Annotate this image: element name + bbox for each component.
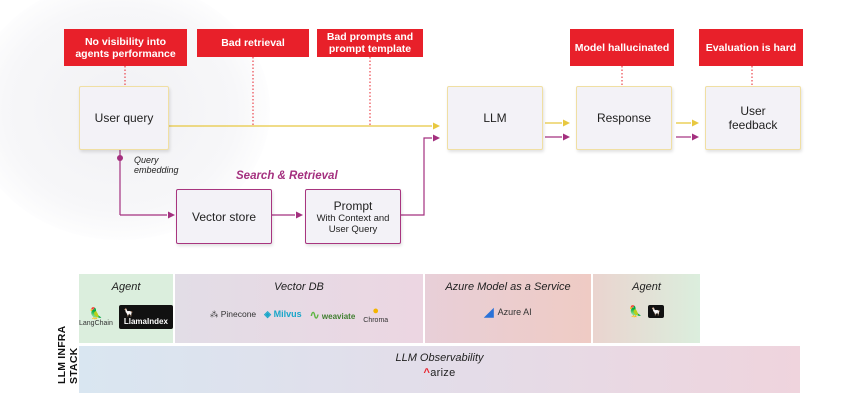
- yellow-arrow-response: [563, 119, 570, 127]
- query-embedding-label: Query embedding: [134, 155, 179, 175]
- purple-arrow-llm: [433, 134, 440, 142]
- user-query-label: User query: [94, 111, 154, 125]
- azure-ai-logo: ◢ Azure AI: [484, 305, 531, 319]
- search-retrieval-title: Search & Retrieval: [236, 170, 338, 182]
- langchain-label: LangChain: [79, 320, 113, 327]
- yellow-arrow-llm: [433, 122, 440, 130]
- prompt-title: Prompt: [333, 198, 373, 213]
- yellow-arrow-feedback: [692, 119, 699, 127]
- purple-embed-dot: [117, 155, 123, 161]
- arize-icon: ^: [423, 367, 431, 379]
- agent-panel-left: Agent 🦜 LangChain 🦙 LlamaIndex: [79, 274, 173, 343]
- llamaindex-label: LlamaIndex: [123, 317, 168, 326]
- observability-panel: LLM Observability ^arize: [79, 346, 800, 393]
- agent-left-logos: 🦜 LangChain 🦙 LlamaIndex: [79, 305, 173, 329]
- chroma-icon: ●: [372, 305, 380, 317]
- user-query-box: User query: [79, 86, 169, 150]
- azure-title: Azure Model as a Service: [445, 281, 571, 293]
- llama-icon: 🦙: [123, 308, 134, 317]
- purple-prompt-to-llm: [401, 137, 432, 216]
- purple-arrow-vector: [168, 211, 175, 219]
- pinecone-icon: ⁂: [209, 309, 219, 319]
- response-box: Response: [576, 86, 672, 150]
- milvus-icon: ◈: [264, 309, 272, 319]
- prompt-subtitle: With Context and User Query: [316, 212, 390, 235]
- purple-arrow-response: [563, 133, 570, 141]
- purple-arrow-prompt: [296, 211, 303, 219]
- vector-db-panel: Vector DB ⁂ Pinecone ◈ Milvus ∿ weaviate…: [175, 274, 423, 343]
- vector-db-logos: ⁂ Pinecone ◈ Milvus ∿ weaviate ● Chroma: [210, 305, 388, 324]
- llama-icon: 🦙: [648, 305, 665, 318]
- azure-ai-label: Azure AI: [497, 307, 532, 317]
- arize-label: arize: [430, 367, 456, 379]
- langchain-parrot-icon: 🦜: [89, 308, 103, 320]
- purple-arrow-feedback: [692, 133, 699, 141]
- problem-bad-prompts: Bad prompts and prompt template: [317, 29, 423, 57]
- vector-db-title: Vector DB: [274, 281, 324, 293]
- arize-logo: ^arize: [423, 367, 455, 379]
- chroma-logo: ● Chroma: [363, 305, 388, 324]
- azure-icon: ◢: [484, 305, 494, 319]
- azure-panel: Azure Model as a Service ◢ Azure AI: [425, 274, 591, 343]
- weaviate-icon: ∿: [309, 307, 320, 322]
- agent-panel-right: Agent 🦜 🦙: [593, 274, 700, 343]
- user-feedback-box: User feedback: [705, 86, 801, 150]
- llm-label: LLM: [483, 111, 507, 125]
- prompt-box: Prompt With Context and User Query: [305, 189, 401, 244]
- pinecone-label: Pinecone: [220, 309, 257, 319]
- weaviate-logo: ∿ weaviate: [310, 308, 356, 322]
- agent-left-title: Agent: [111, 281, 141, 293]
- weaviate-label: weaviate: [321, 311, 356, 321]
- problem-bad-retrieval: Bad retrieval: [197, 29, 309, 57]
- milvus-logo: ◈ Milvus: [264, 309, 301, 320]
- agent-right-logos: 🦜 🦙: [629, 305, 665, 318]
- vector-store-box: Vector store: [176, 189, 272, 244]
- problem-evaluation-hard: Evaluation is hard: [699, 29, 803, 66]
- azure-logos: ◢ Azure AI: [484, 305, 531, 319]
- llm-infra-stack-label: LLM INFRA STACK: [56, 326, 80, 384]
- pinecone-logo: ⁂ Pinecone: [210, 309, 256, 320]
- langchain-logo: 🦜 LangChain: [79, 307, 113, 327]
- llm-box: LLM: [447, 86, 543, 150]
- problem-agents-visibility: No visibility into agents performance: [64, 29, 187, 66]
- langchain-parrot-icon: 🦜: [628, 306, 643, 318]
- observability-title: LLM Observability: [395, 352, 484, 364]
- problem-model-hallucinated: Model hallucinated: [570, 29, 674, 66]
- user-feedback-label: User feedback: [728, 104, 778, 132]
- agent-right-title: Agent: [632, 281, 661, 293]
- chroma-label: Chroma: [363, 317, 389, 324]
- llamaindex-logo: 🦙 LlamaIndex: [118, 305, 173, 329]
- vector-store-label: Vector store: [191, 209, 257, 224]
- milvus-label: Milvus: [273, 309, 302, 319]
- response-label: Response: [596, 111, 652, 125]
